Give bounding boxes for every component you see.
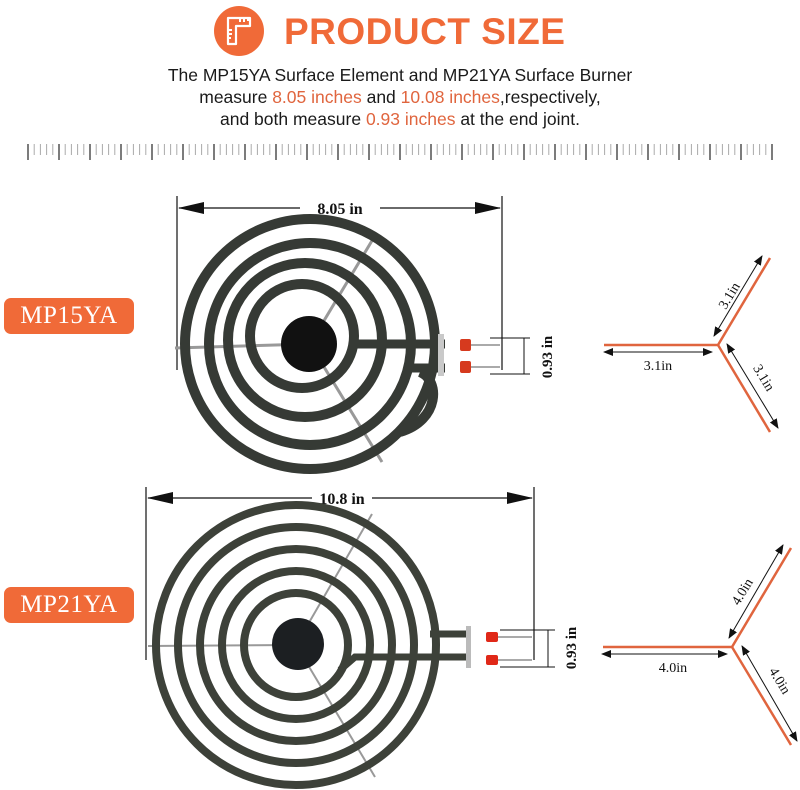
mp21ya-arm-label-top: 4.0in [729, 576, 756, 608]
mp21ya-arm-label-left: 4.0in [659, 661, 687, 676]
header: PRODUCT SIZE [0, 0, 800, 60]
joint-size-highlight: 0.93 inches [365, 109, 456, 129]
ruler-divider [27, 144, 773, 160]
mp15ya-width-label: 8.05 in [317, 201, 362, 218]
mp15ya-arm-label-left: 3.1in [644, 359, 672, 374]
mp15ya-arm-label-bottom: 3.1in [749, 362, 776, 394]
description-line-1: The MP15YA Surface Element and MP21YA Su… [167, 65, 633, 85]
mp21ya-support-arms-diagram: 4.0in 4.0in 4.0in [601, 544, 798, 746]
description-line-3: and both measure 0.93 inches at the end … [220, 109, 580, 129]
mp15ya-element-drawing: 8.05 in 0.93 in [174, 196, 556, 474]
mp21ya-element-drawing: 10.8 in 0.93 in [145, 487, 580, 789]
mp15ya-support-arms-diagram: 3.1in 3.1in 3.1in [603, 255, 779, 433]
mp21ya-size-highlight: 10.08 inches [400, 87, 500, 107]
ruler-icon [214, 6, 264, 56]
mp21ya-terminal-label: 0.93 in [564, 626, 580, 669]
mp21ya-width-label: 10.8 in [319, 491, 364, 508]
page-title: PRODUCT SIZE [284, 11, 566, 52]
product-description: The MP15YA Surface Element and MP21YA Su… [0, 64, 800, 130]
model-badge-mp21ya: MP21YA [4, 587, 134, 623]
mp15ya-terminal-label: 0.93 in [540, 335, 556, 378]
mp15ya-size-highlight: 8.05 inches [272, 87, 362, 107]
model-badge-mp15ya: MP15YA [4, 298, 134, 334]
description-line-2: measure 8.05 inches and 10.08 inches,res… [199, 87, 601, 107]
